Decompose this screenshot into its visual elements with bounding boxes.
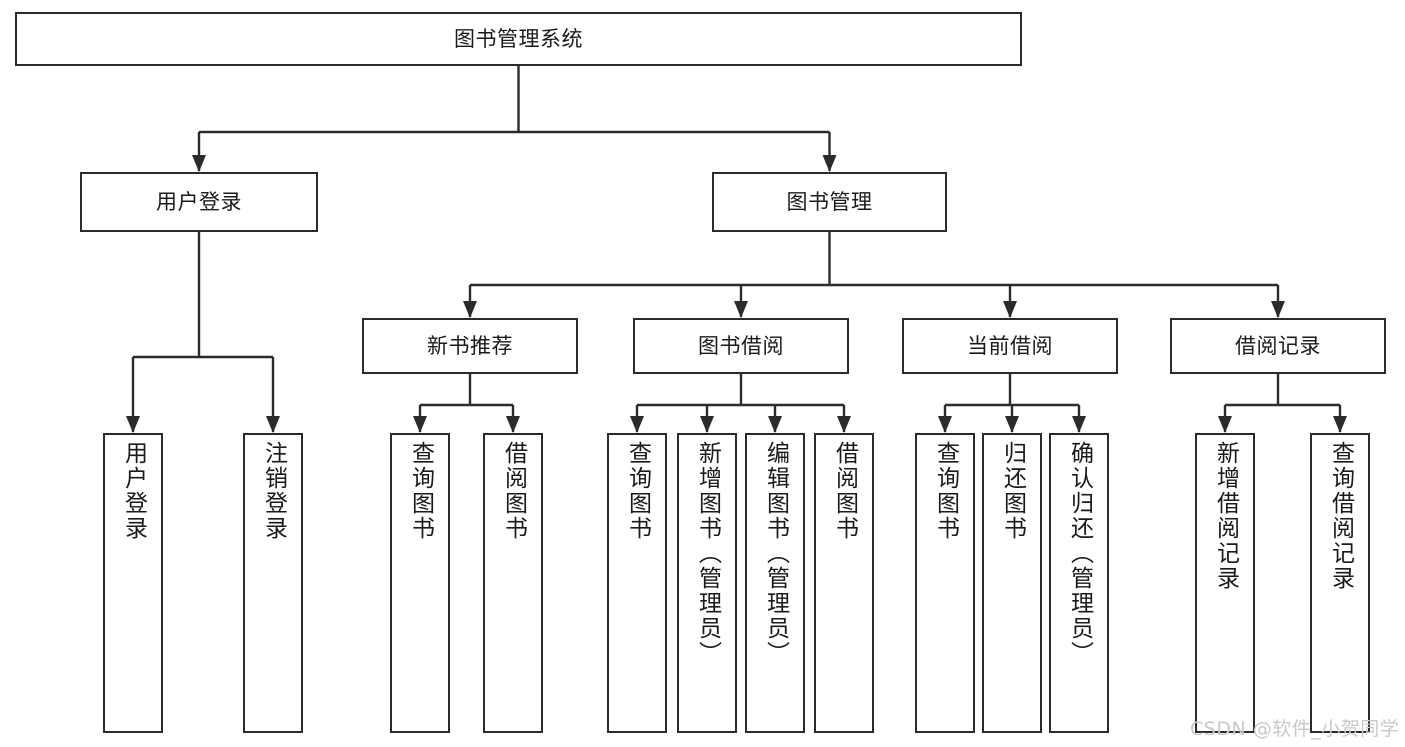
node-label: 查询图书 (407, 441, 434, 541)
node-label: 当前借阅 (967, 333, 1053, 358)
node-label: 新增图书（管理员） (694, 441, 721, 666)
leaf-logout[interactable]: 注销登录 (243, 433, 303, 733)
node-label: 查询图书 (932, 441, 959, 541)
node-label: 图书管理 (786, 189, 873, 214)
leaf-user-login[interactable]: 用户登录 (103, 433, 163, 733)
node-label: 用户登录 (120, 441, 147, 541)
leaf-recommend-borrow-book[interactable]: 借阅图书 (483, 433, 543, 733)
csdn-watermark: CSDN @软件_小贺同学 (1190, 718, 1400, 740)
node-label: 借阅记录 (1235, 333, 1321, 358)
node-label: 借阅图书 (500, 441, 527, 541)
node-label: 注销登录 (260, 441, 287, 541)
leaf-current-query-book[interactable]: 查询图书 (915, 433, 975, 733)
leaf-record-query[interactable]: 查询借阅记录 (1310, 433, 1370, 733)
node-label: 确认归还（管理员） (1066, 441, 1093, 666)
node-label: 借阅图书 (831, 441, 858, 541)
leaf-record-add[interactable]: 新增借阅记录 (1195, 433, 1255, 733)
node-root[interactable]: 图书管理系统 (15, 12, 1022, 66)
leaf-current-return-book[interactable]: 归还图书 (982, 433, 1042, 733)
node-book-borrow[interactable]: 图书借阅 (633, 318, 849, 374)
leaf-recommend-query-book[interactable]: 查询图书 (390, 433, 450, 733)
node-user-login[interactable]: 用户登录 (80, 172, 318, 232)
leaf-borrow-add-book-admin[interactable]: 新增图书（管理员） (677, 433, 737, 733)
node-label: 查询图书 (624, 441, 651, 541)
node-label: 图书管理系统 (454, 26, 583, 51)
leaf-borrow-borrow-book[interactable]: 借阅图书 (814, 433, 874, 733)
node-label: 图书借阅 (698, 333, 784, 358)
node-label: 编辑图书（管理员） (762, 441, 789, 666)
leaf-borrow-query-book[interactable]: 查询图书 (607, 433, 667, 733)
node-label: 查询借阅记录 (1327, 441, 1354, 591)
node-label: 用户登录 (156, 189, 242, 214)
node-borrow-record[interactable]: 借阅记录 (1170, 318, 1386, 374)
node-label: 新增借阅记录 (1212, 441, 1239, 591)
leaf-current-confirm-return-admin[interactable]: 确认归还（管理员） (1049, 433, 1109, 733)
node-label: 新书推荐 (427, 333, 513, 358)
node-book-manage[interactable]: 图书管理 (712, 172, 947, 232)
node-label: 归还图书 (999, 441, 1026, 541)
node-current-borrow[interactable]: 当前借阅 (902, 318, 1118, 374)
node-new-book-recommend[interactable]: 新书推荐 (362, 318, 578, 374)
leaf-borrow-edit-book-admin[interactable]: 编辑图书（管理员） (745, 433, 805, 733)
